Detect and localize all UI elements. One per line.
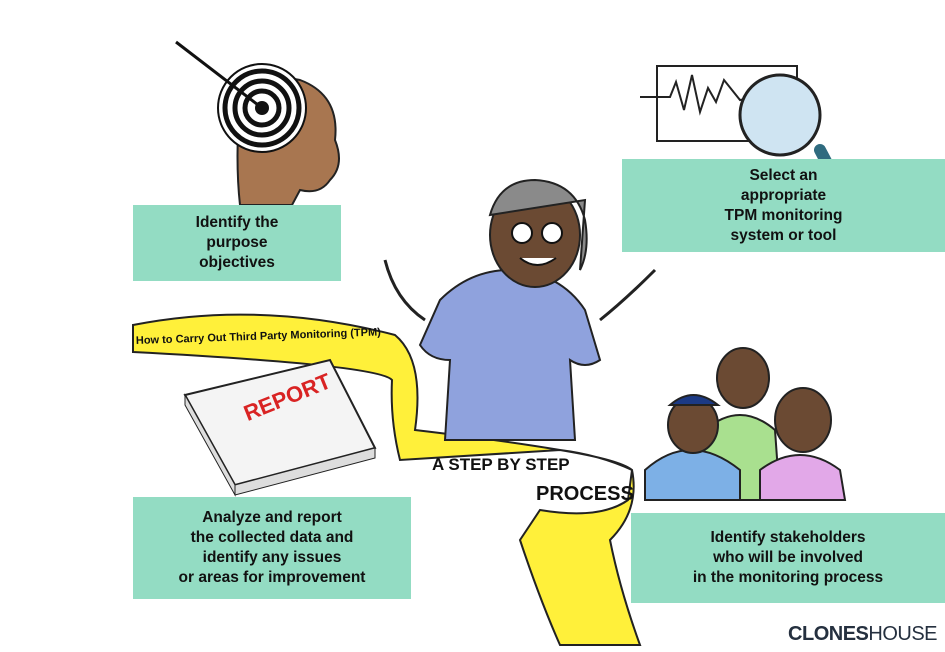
tool-line-1: Select an [749,166,818,184]
step-select-tool: Select an appropriate TPM monitoring sys… [622,159,945,252]
report-line-3: identify any issues [202,549,342,566]
tool-line-4: system or tool [730,226,837,244]
tool-line-2: appropriate [740,186,827,204]
step-analyze-report: Analyze and report the collected data an… [133,497,411,599]
stakeholders-group-icon [644,347,847,501]
step-identify-stakeholders: Identify stakeholders who will be involv… [631,513,945,603]
purpose-line-3: objectives [199,254,275,271]
ribbon-process-text: PROCESS [536,483,634,505]
brand-bold: CLONES [788,623,869,645]
thinking-head-icon [175,40,340,206]
presenter-woman-icon [383,178,657,441]
ribbon-banner: How to Carry Out Third Party Monitoring … [132,313,642,646]
report-line-4: or areas for improvement [178,569,366,586]
step-identify-purpose: Identify the purpose objectives [133,205,341,281]
stakeholders-line-1: Identify stakeholders [710,529,866,546]
stakeholders-line-3: in the monitoring process [692,569,884,586]
brand-logo: CLONESHOUSE [788,623,937,646]
purpose-line-1: Identify the [195,214,279,231]
stakeholders-line-2: who will be involved [713,549,863,566]
brand-light: HOUSE [868,623,937,645]
purpose-line-2: purpose [206,234,268,251]
report-line-2: the collected data and [190,529,354,546]
tool-line-3: TPM monitoring [724,206,843,224]
report-stack-icon: REPORT [183,358,377,497]
ribbon-step-text: A STEP BY STEP [432,455,570,474]
report-line-1: Analyze and report [202,509,342,526]
